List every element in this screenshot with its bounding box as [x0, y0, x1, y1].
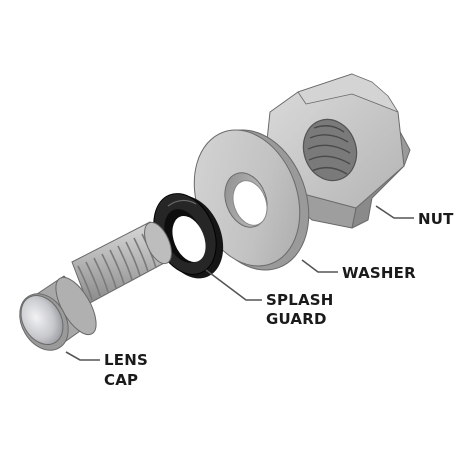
nut-label: NUT	[418, 210, 454, 228]
lens-cap-label-line1: LENS	[104, 351, 148, 369]
lens-cap-leader-line	[66, 352, 100, 360]
splash-guard-leader-line	[206, 270, 262, 300]
nut-leader-line	[376, 206, 414, 218]
splash-guard-label-line1: SPLASH	[266, 291, 334, 309]
washer-leader-line	[302, 260, 338, 272]
lens-cap-label-line2: CAP	[104, 371, 138, 389]
splash-guard-label-line2: GUARD	[266, 310, 327, 328]
washer-label: WASHER	[342, 264, 416, 282]
lens-cap-part	[10, 218, 177, 359]
